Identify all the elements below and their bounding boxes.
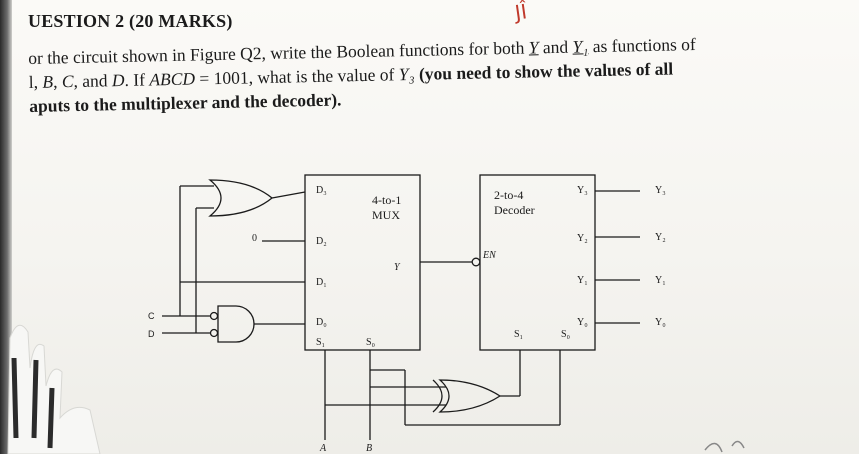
input-c-label: C [148, 311, 155, 321]
mux-title: 4-to-1 [372, 193, 401, 207]
decoder-subtitle: Decoder [494, 203, 535, 217]
output-label-y3: Y₃ [655, 185, 666, 196]
question-heading: UESTION 2 (20 MARKS) [28, 11, 233, 31]
mux-input-d2: D₂ [316, 236, 327, 247]
and-gate-bottom [217, 305, 255, 343]
output-label-y2: Y₂ [655, 232, 666, 243]
or-gate-top [208, 179, 274, 217]
mux-select-s0: S₀ [366, 337, 376, 348]
decoder-enable: EN [482, 250, 497, 261]
paper-sheet [10, 0, 859, 454]
xor-gate [438, 379, 502, 413]
output-label-y0: Y₀ [655, 317, 666, 328]
decoder-output-y1: Y₁ [577, 275, 588, 286]
mux-output-y: Y [394, 262, 401, 273]
decoder-output-y3: Y₃ [577, 185, 588, 196]
decoder-title: 2-to-4 [494, 188, 523, 202]
output-label-y1: Y₁ [655, 275, 666, 286]
decoder-output-y0: Y₀ [577, 317, 588, 328]
input-b-label: B [366, 443, 372, 454]
enable-bubble [471, 257, 481, 267]
mux-input-d0: D₀ [316, 317, 327, 328]
mux-select-s1: S₁ [316, 337, 325, 348]
inverter-bubble-d [209, 328, 219, 338]
decoder-select-s0: S₀ [561, 329, 571, 340]
inverter-bubble-c [209, 311, 219, 321]
decoder-select-s1: S₁ [514, 329, 523, 340]
mux-subtitle: MUX [372, 208, 400, 222]
pencil-mark [704, 440, 745, 453]
input-d-label: D [148, 329, 155, 339]
mux-input-d1: D₁ [316, 277, 327, 288]
constant-zero-input: 0 [252, 233, 257, 244]
mux-input-d3: D₃ [316, 185, 327, 196]
decoder-output-y2: Y₂ [577, 233, 588, 244]
input-a-label: A [319, 443, 327, 454]
page-edge-shadow [0, 0, 12, 454]
finger-overlay [7, 324, 101, 454]
